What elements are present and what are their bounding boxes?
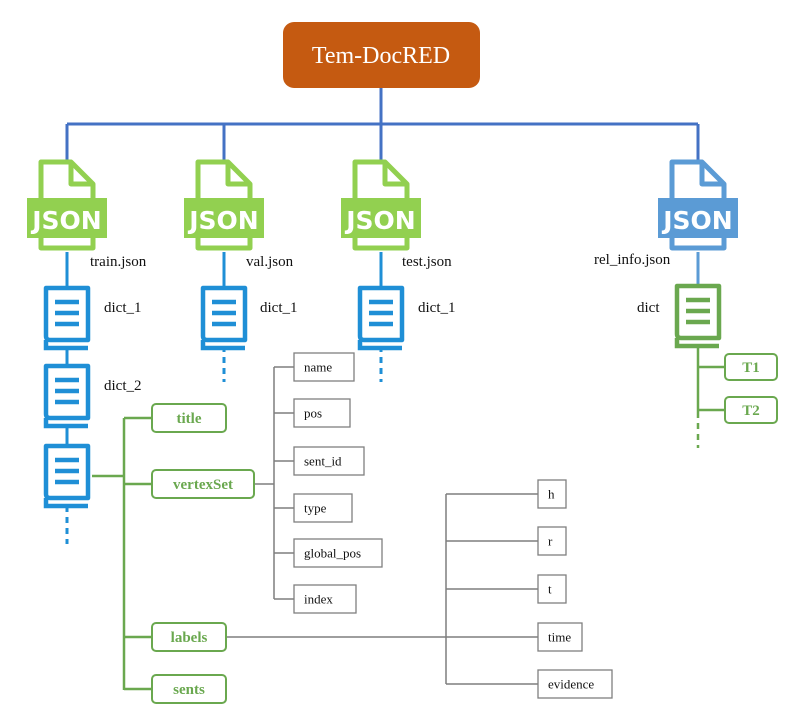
label-fields: h r t time evidence xyxy=(537,479,613,699)
label-field-r[interactable]: r xyxy=(537,526,567,556)
label-field-label: h xyxy=(548,486,555,501)
rel-field-label: T1 xyxy=(742,360,760,376)
rel-field-t2[interactable]: T2 xyxy=(724,396,778,424)
rel-field-t1[interactable]: T1 xyxy=(724,353,778,381)
json-file-icon xyxy=(27,162,107,248)
dict-label-val-1: dict_1 xyxy=(260,300,298,316)
json-file-icon xyxy=(184,162,264,248)
book-icon xyxy=(203,288,245,348)
root-label: Tem-DocRED xyxy=(312,43,450,69)
json-badge-text: JSON xyxy=(30,206,101,235)
field-connectors xyxy=(226,366,538,685)
json-badge-text: JSON xyxy=(344,206,415,235)
key-label-labels: labels xyxy=(171,630,208,646)
vertex-field-pos[interactable]: pos xyxy=(293,398,351,428)
book-icon xyxy=(46,288,88,348)
key-label-vertexset: vertexSet xyxy=(173,477,233,493)
json-badge-text: JSON xyxy=(187,206,258,235)
file-label-train: train.json xyxy=(90,254,147,270)
vertex-field-sent-id[interactable]: sent_id xyxy=(293,446,365,476)
label-field-label: t xyxy=(548,581,552,596)
key-connectors xyxy=(92,416,152,691)
key-label-title: title xyxy=(177,411,202,427)
json-file-icon xyxy=(341,162,421,248)
dict-train-2[interactable]: dict_2 xyxy=(46,366,142,426)
rel-field-label: T2 xyxy=(742,403,760,419)
vertex-field-label: name xyxy=(304,359,332,374)
json-file-icon xyxy=(658,162,738,248)
key-label-sents: sents xyxy=(173,682,205,698)
rel-connectors xyxy=(696,252,725,448)
key-vertexset[interactable]: vertexSet xyxy=(151,469,255,499)
book-icon xyxy=(677,286,719,346)
book-icon xyxy=(46,366,88,426)
dict-train-1[interactable]: dict_1 xyxy=(46,288,142,348)
file-val[interactable]: JSON val.json xyxy=(184,162,294,270)
label-field-t[interactable]: t xyxy=(537,574,567,604)
vertex-field-global-pos[interactable]: global_pos xyxy=(293,538,383,568)
key-sents[interactable]: sents xyxy=(151,674,227,704)
book-icon xyxy=(46,446,88,506)
label-field-label: evidence xyxy=(548,676,594,691)
vertex-field-label: global_pos xyxy=(304,545,361,560)
file-label-test: test.json xyxy=(402,254,452,270)
dict-label-train-2: dict_2 xyxy=(104,378,142,394)
dict-label-train-1: dict_1 xyxy=(104,300,142,316)
book-icon xyxy=(360,288,402,348)
file-rel-info[interactable]: JSON rel_info.json xyxy=(594,162,738,268)
file-train[interactable]: JSON train.json xyxy=(27,162,147,270)
label-field-label: r xyxy=(548,533,553,548)
dict-train-entry[interactable] xyxy=(46,446,88,506)
root-node[interactable]: Tem-DocRED xyxy=(283,22,480,88)
vertex-field-index[interactable]: index xyxy=(293,584,357,614)
vertex-field-label: type xyxy=(304,500,327,515)
label-field-time[interactable]: time xyxy=(537,622,583,652)
dict-val-1[interactable]: dict_1 xyxy=(203,288,298,348)
dict-test-1[interactable]: dict_1 xyxy=(360,288,456,348)
dict-label-test-1: dict_1 xyxy=(418,300,456,316)
vertex-field-label: sent_id xyxy=(304,453,342,468)
key-labels[interactable]: labels xyxy=(151,622,227,652)
label-field-evidence[interactable]: evidence xyxy=(537,669,613,699)
label-field-label: time xyxy=(548,629,571,644)
json-badge-text: JSON xyxy=(661,206,732,235)
vertex-field-label: index xyxy=(304,591,333,606)
label-field-h[interactable]: h xyxy=(537,479,567,509)
file-label-rel-info: rel_info.json xyxy=(594,252,671,268)
trunk-connectors xyxy=(65,88,700,160)
dict-rel[interactable]: dict xyxy=(637,286,719,346)
vertex-field-label: pos xyxy=(304,405,322,420)
key-title[interactable]: title xyxy=(151,403,227,433)
vertex-field-type[interactable]: type xyxy=(293,493,353,523)
vertex-field-name[interactable]: name xyxy=(293,352,355,382)
file-label-val: val.json xyxy=(246,254,294,270)
dict-label-rel: dict xyxy=(637,300,660,316)
file-test[interactable]: JSON test.json xyxy=(341,162,452,270)
